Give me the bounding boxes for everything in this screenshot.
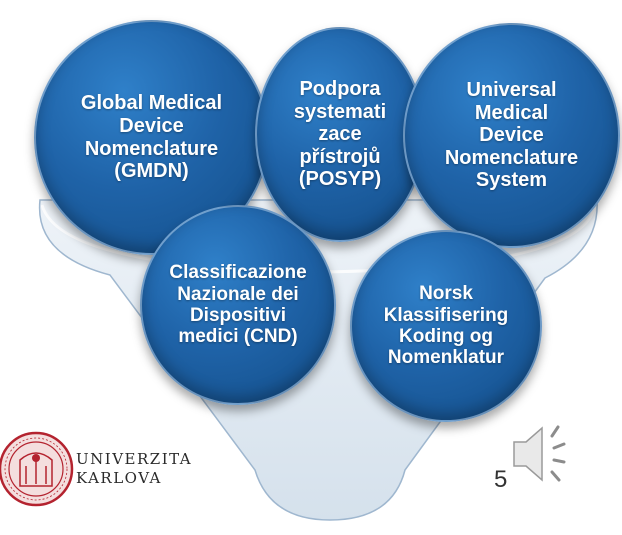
node-cnd: Classificazione Nazionale dei Dispositiv… xyxy=(140,205,336,405)
university-name: UNIVERZITA KARLOVA xyxy=(76,450,192,488)
page-number: 5 xyxy=(494,466,508,493)
node-norsk-label: Norsk Klassifisering Koding og Nomenklat… xyxy=(383,283,509,369)
node-posyp: Podpora systemati zace přístrojů (POSYP) xyxy=(255,27,425,242)
node-umdns: Universal Medical Device Nomenclature Sy… xyxy=(403,23,620,248)
node-gmdn-label: Global Medical Device Nomenclature (GMDN… xyxy=(80,92,223,183)
university-seal-icon xyxy=(0,431,74,507)
university-logo xyxy=(0,431,74,507)
node-umdns-label: Universal Medical Device Nomenclature Sy… xyxy=(444,79,579,192)
node-cnd-label: Classificazione Nazionale dei Dispositiv… xyxy=(169,262,307,348)
node-posyp-label: Podpora systemati zace přístrojů (POSYP) xyxy=(293,78,387,191)
university-name-line2: KARLOVA xyxy=(76,469,162,487)
node-norsk: Norsk Klassifisering Koding og Nomenklat… xyxy=(350,230,542,422)
speaker-icon[interactable] xyxy=(513,425,566,482)
university-name-line1: UNIVERZITA xyxy=(76,450,193,468)
